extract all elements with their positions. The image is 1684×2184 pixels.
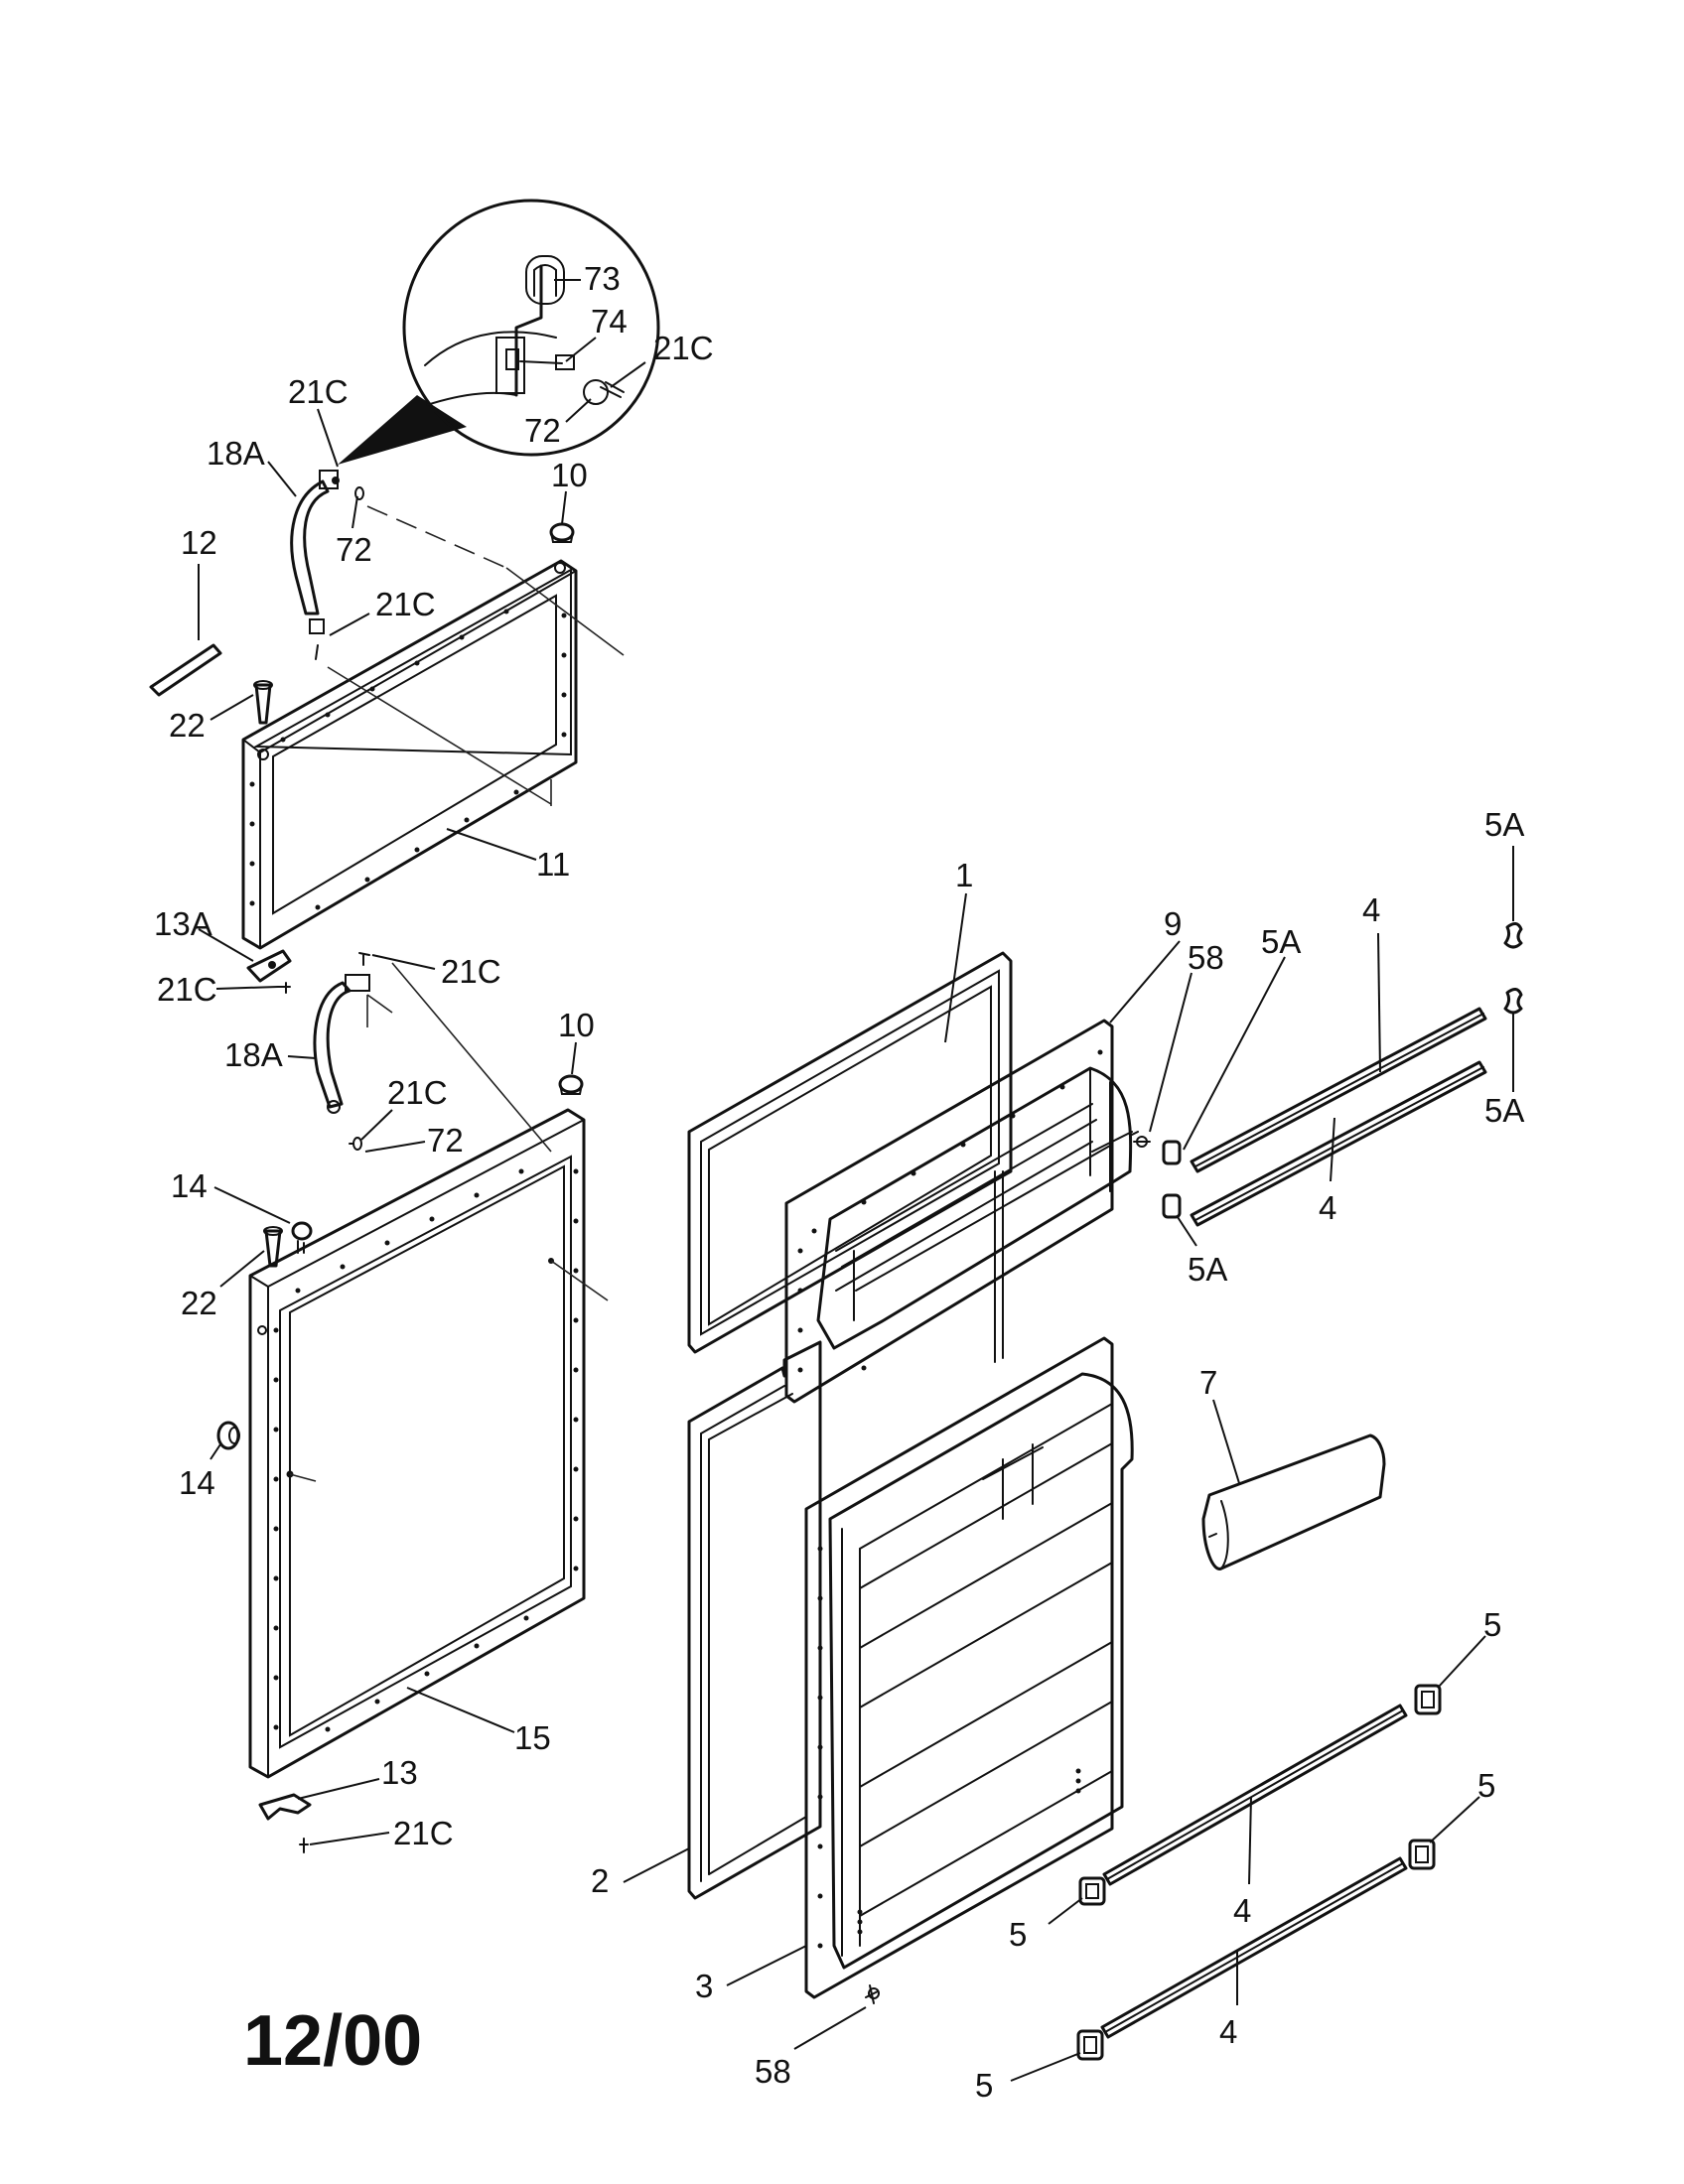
label-72-b: 72 — [427, 1122, 464, 1159]
label-5-b: 5 — [1477, 1767, 1495, 1804]
label-21c-f: 21C — [393, 1815, 454, 1851]
label-11: 11 — [536, 846, 570, 883]
label-18a-b: 18A — [224, 1036, 283, 1073]
label-21c-a: 21C — [288, 373, 349, 410]
label-72-zoom: 72 — [524, 412, 561, 449]
label-14-a: 14 — [171, 1167, 208, 1204]
label-73: 73 — [584, 260, 621, 297]
label-5a-c: 5A — [1484, 1092, 1524, 1129]
label-7: 7 — [1199, 1364, 1217, 1401]
label-9: 9 — [1164, 905, 1182, 942]
label-3: 3 — [695, 1968, 713, 2004]
label-5a-b: 5A — [1484, 806, 1524, 843]
label-5a-a: 5A — [1261, 923, 1301, 960]
fresh-food-door-assembly — [216, 952, 609, 1853]
freezer-labels: 21C 18A 72 10 12 21C 22 11 13A 21C — [154, 373, 588, 1008]
label-21c-zoom: 21C — [653, 330, 714, 366]
label-18a-a: 18A — [207, 435, 265, 472]
label-58-b: 58 — [755, 2053, 791, 2090]
label-12: 12 — [181, 524, 217, 561]
label-21c-d: 21C — [441, 953, 501, 990]
label-21c-c: 21C — [157, 971, 217, 1008]
label-14-b: 14 — [179, 1464, 215, 1501]
detail-zoom-callout: 73 74 21C 72 — [338, 199, 714, 465]
label-4-d: 4 — [1219, 2013, 1237, 2050]
label-22-b: 22 — [181, 1285, 217, 1321]
label-2: 2 — [591, 1862, 609, 1899]
fresh-food-labels: 21C 18A 10 21C 72 14 22 14 15 13 21C — [171, 953, 595, 1851]
label-58-a: 58 — [1188, 939, 1224, 976]
label-13: 13 — [381, 1754, 418, 1791]
right-side-labels: 1 9 58 5A 4 5A 5A 4 5A 7 5 5 4 5 4 5 2 3 — [591, 806, 1524, 2104]
fresh-food-door-gasket — [687, 1170, 1004, 1900]
freezer-door-gasket — [687, 951, 1013, 1354]
fresh-food-door-liner — [804, 1336, 1134, 2004]
label-74: 74 — [591, 303, 628, 340]
freezer-door-liner — [784, 1019, 1133, 1404]
label-13a: 13A — [154, 905, 212, 942]
freezer-door-screw-holes — [249, 609, 567, 910]
label-10-b: 10 — [558, 1007, 595, 1043]
label-5-a: 5 — [1483, 1606, 1501, 1643]
label-21c-b: 21C — [375, 586, 436, 622]
label-5-d: 5 — [975, 2067, 993, 2104]
date-code: 12/00 — [243, 2001, 422, 2081]
label-21c-e: 21C — [387, 1074, 448, 1111]
label-4-a: 4 — [1362, 891, 1380, 928]
shelf-rails-and-caps — [1076, 922, 1523, 2061]
liner-9-dots — [797, 1049, 1103, 1373]
label-1: 1 — [955, 857, 973, 893]
label-4-c: 4 — [1233, 1892, 1251, 1929]
liner-3-dots — [817, 1546, 1081, 1949]
label-72-a: 72 — [336, 531, 372, 568]
fresh-food-door-screw-holes — [273, 1168, 579, 1732]
label-22-a: 22 — [169, 707, 206, 744]
freezer-door-assembly — [149, 470, 625, 994]
label-10-a: 10 — [551, 457, 588, 493]
label-15: 15 — [514, 1719, 551, 1756]
label-5-c: 5 — [1009, 1916, 1027, 1953]
label-4-b: 4 — [1319, 1189, 1336, 1226]
label-5a-d: 5A — [1188, 1251, 1227, 1288]
